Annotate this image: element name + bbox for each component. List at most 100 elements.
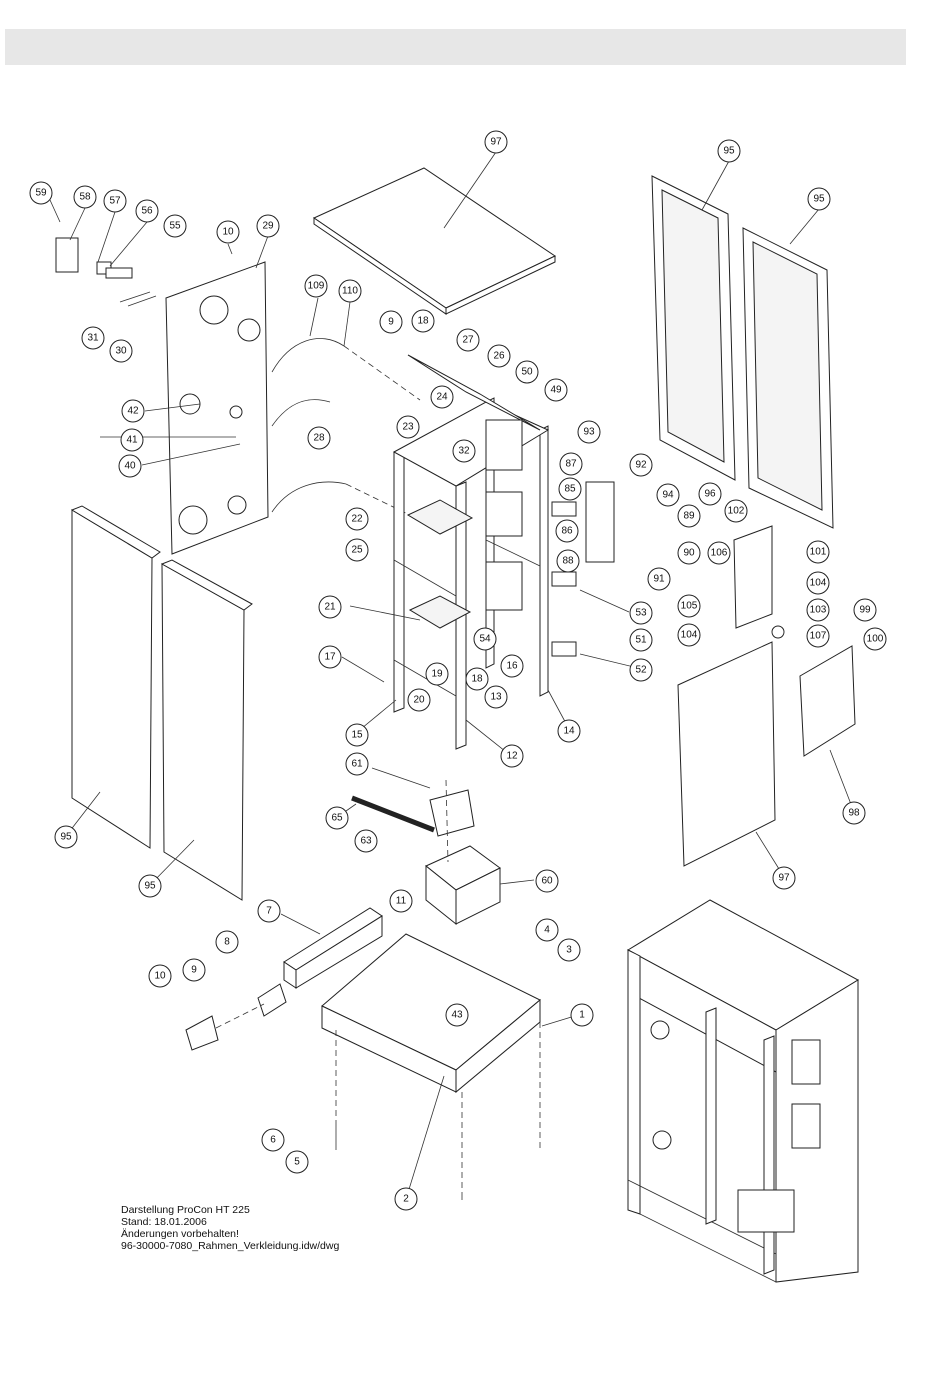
callout-circle <box>500 654 524 678</box>
callout-102: 102 <box>724 499 748 523</box>
callout-circle <box>261 1128 285 1152</box>
callout-105: 105 <box>677 594 701 618</box>
callout-11: 11 <box>389 889 413 913</box>
callout-14: 14 <box>557 719 581 743</box>
callout-95: 95 <box>807 187 831 211</box>
callout-50: 50 <box>515 360 539 384</box>
callout-85: 85 <box>558 477 582 501</box>
callout-101: 101 <box>806 540 830 564</box>
callout-circle <box>394 1187 418 1211</box>
callout-label: 23 <box>402 422 414 433</box>
callout-label: 10 <box>222 227 234 238</box>
callout-circle <box>389 889 413 913</box>
top-cover-part <box>312 167 557 315</box>
callout-56: 56 <box>135 199 159 223</box>
callout-label: 17 <box>324 652 336 663</box>
callout-label: 1 <box>579 1010 585 1021</box>
callout-93: 93 <box>577 420 601 444</box>
callout-label: 5 <box>294 1157 300 1168</box>
callout-2: 2 <box>394 1187 418 1211</box>
callout-circle <box>487 344 511 368</box>
callout-32: 32 <box>452 439 476 463</box>
callout-label: 31 <box>87 333 99 344</box>
callout-circle <box>577 420 601 444</box>
callout-label: 95 <box>723 146 735 157</box>
callout-100: 100 <box>863 627 887 651</box>
callout-label: 93 <box>583 427 595 438</box>
callout-circle <box>135 199 159 223</box>
callout-circle <box>345 538 369 562</box>
callout-55: 55 <box>163 214 187 238</box>
callout-label: 103 <box>810 605 827 616</box>
callout-label: 9 <box>191 965 197 976</box>
callout-circle <box>318 595 342 619</box>
callout-52: 52 <box>629 658 653 682</box>
callout-label: 95 <box>813 194 825 205</box>
callout-label: 102 <box>728 506 745 517</box>
hardware-small-parts <box>55 237 157 307</box>
callout-label: 109 <box>308 281 325 292</box>
callout-label: 21 <box>324 602 336 613</box>
callout-99: 99 <box>853 598 877 622</box>
callout-87: 87 <box>559 452 583 476</box>
callout-label: 99 <box>859 605 871 616</box>
callout-label: 29 <box>262 221 274 232</box>
callout-103: 103 <box>806 598 830 622</box>
callout-95: 95 <box>54 825 78 849</box>
callout-label: 94 <box>662 490 674 501</box>
callout-5: 5 <box>285 1150 309 1174</box>
callout-circle <box>559 452 583 476</box>
callout-label: 107 <box>810 631 827 642</box>
callout-label: 89 <box>683 511 695 522</box>
callout-20: 20 <box>407 688 431 712</box>
callout-label: 15 <box>351 730 363 741</box>
callout-circle <box>216 220 240 244</box>
callout-circle <box>73 185 97 209</box>
callout-circle <box>500 744 524 768</box>
callout-circle <box>806 598 830 622</box>
callout-circle <box>677 541 701 565</box>
callout-label: 19 <box>431 669 443 680</box>
callout-circle <box>484 685 508 709</box>
callout-circle <box>806 571 830 595</box>
callout-circle <box>555 519 579 543</box>
callout-label: 50 <box>521 367 533 378</box>
callout-label: 27 <box>462 335 474 346</box>
callout-21: 21 <box>318 595 342 619</box>
callout-circle <box>484 130 508 154</box>
callout-label: 28 <box>313 433 325 444</box>
callout-97: 97 <box>484 130 508 154</box>
base-frame-part <box>185 907 541 1200</box>
small-door-part <box>733 525 785 639</box>
callout-label: 59 <box>35 188 47 199</box>
callout-label: 110 <box>342 286 358 297</box>
callout-88: 88 <box>556 549 580 573</box>
callout-circle <box>557 938 581 962</box>
callout-25: 25 <box>345 538 369 562</box>
callout-label: 49 <box>550 385 562 396</box>
callout-label: 85 <box>564 484 576 495</box>
hose-lines <box>271 338 421 521</box>
callout-circle <box>807 187 831 211</box>
callout-label: 20 <box>413 695 425 706</box>
callout-18: 18 <box>411 309 435 333</box>
callout-label: 8 <box>224 937 230 948</box>
callout-circle <box>81 326 105 350</box>
callout-label: 90 <box>683 548 695 559</box>
callout-label: 32 <box>458 446 470 457</box>
header-bar <box>5 29 906 65</box>
callout-label: 88 <box>562 556 574 567</box>
callout-label: 14 <box>563 726 575 737</box>
callout-circle <box>430 385 454 409</box>
caption-line-disclaimer: Änderungen vorbehalten! <box>121 1228 239 1240</box>
callout-8: 8 <box>215 930 239 954</box>
callout-circle <box>354 829 378 853</box>
callout-circle <box>556 549 580 573</box>
callout-label: 7 <box>266 906 272 917</box>
callout-41: 41 <box>120 428 144 452</box>
callout-circle <box>256 214 280 238</box>
callout-13: 13 <box>484 685 508 709</box>
side-cover-part <box>799 645 856 757</box>
electrical-modules <box>485 419 615 657</box>
callout-label: 6 <box>270 1135 276 1146</box>
